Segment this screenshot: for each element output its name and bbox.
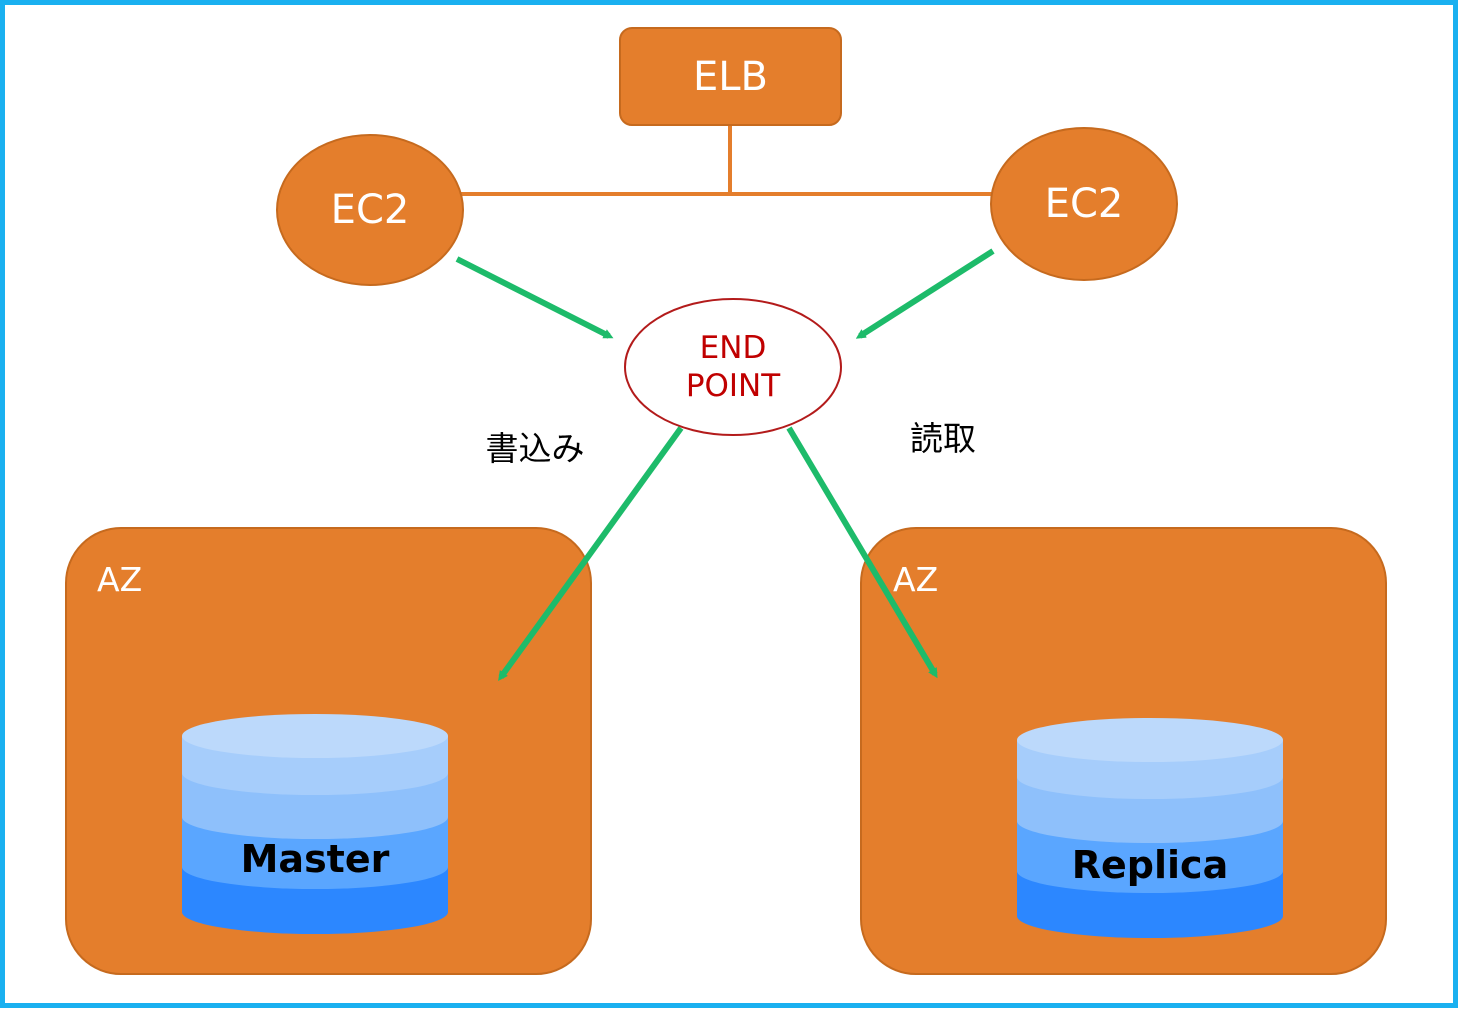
ec2-left-label: EC2 (330, 187, 410, 233)
write-edge-label: 書込み (485, 429, 585, 468)
endpoint-label-line2: POINT (685, 368, 781, 404)
arrow-endpoint-to-replica (786, 426, 938, 679)
elb-node (619, 27, 842, 126)
elb-label: ELB (693, 53, 768, 100)
ec2-right-label: EC2 (1044, 181, 1124, 227)
replica-database-icon (1017, 718, 1283, 938)
replica-db-label: Replica (1071, 843, 1229, 887)
endpoint-label-line1: END (699, 330, 767, 366)
arrow-endpoint-to-master (498, 426, 684, 682)
diagram-canvas (65, 27, 1387, 975)
ec2-left-node (276, 134, 464, 286)
az-right-label: AZ (893, 559, 939, 599)
ec2-right-node (990, 127, 1178, 281)
master-db-label: Master (240, 837, 390, 881)
arrow-ec2-right-to-endpoint (855, 248, 995, 339)
az-left-label: AZ (97, 559, 143, 599)
master-database-icon (182, 714, 448, 934)
endpoint-label: END POINT (625, 299, 841, 435)
read-edge-label: 読取 (910, 419, 976, 458)
endpoint-node (624, 298, 842, 436)
arrow-ec2-left-to-endpoint (455, 256, 614, 339)
